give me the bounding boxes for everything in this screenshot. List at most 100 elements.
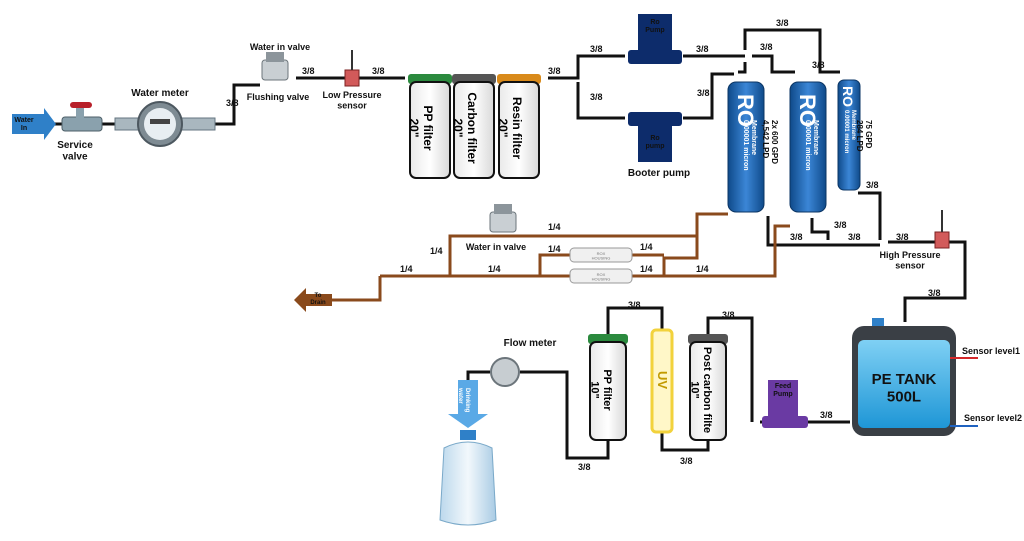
pipe-mem2-in (752, 54, 795, 74)
pipe-filters-out (548, 54, 625, 80)
size-label: 3/8 (680, 456, 693, 466)
drain-pipe-6 (330, 276, 382, 302)
water-in-valve-mid-label: Water in valve (466, 242, 526, 252)
flow-meter-label: Flow meter (504, 338, 557, 349)
size-label: 3/8 (578, 462, 591, 472)
size-label: 3/8 (866, 180, 879, 190)
carbon-filter-label: Carbon filter20" (451, 92, 479, 164)
membrane-2-label: Membrane0.00001 micron (804, 120, 819, 171)
size-label: 3/8 (590, 44, 603, 54)
size-label: 3/8 (302, 66, 315, 76)
post-filters: Post carbon filte10" UV PP filter10" (588, 328, 728, 441)
size-label: 3/8 (722, 310, 735, 320)
membrane-3-spec: 75 GPD284 LPD (855, 120, 873, 152)
size-label: 3/8 (790, 232, 803, 242)
ro-membranes: RO RO RO Membrane0.00001 micron Membrane… (727, 79, 873, 213)
pipe-post-uv (660, 432, 710, 452)
membrane-1-spec: 2x 600 GPD4,542 LPD (761, 120, 779, 164)
uv-label: UV (655, 371, 670, 389)
size-label: 3/8 (696, 44, 709, 54)
size-label: 3/8 (372, 66, 385, 76)
ro-text-1: RO (733, 94, 758, 127)
size-label: 3/8 (628, 300, 641, 310)
pipe-uv-pp (606, 306, 664, 336)
water-meter: Water meter (114, 88, 216, 147)
drain-pipe-3 (538, 253, 570, 276)
size-label: 3/8 (928, 288, 941, 298)
pipe-mem2-reject (810, 218, 830, 240)
water-in-valve-top-label: Water in valve (250, 42, 310, 52)
resin-filter-label: Resin filter20" (496, 97, 524, 159)
pipe-permeate (766, 216, 880, 247)
size-label: 3/8 (760, 42, 773, 52)
sensor-level1-label: Sensor level1 (962, 346, 1020, 356)
size-label: 1/4 (640, 264, 653, 274)
size-label: 3/8 (776, 18, 789, 28)
pipe-top-loop (743, 28, 840, 74)
pipe-mem3-permeate (858, 191, 882, 240)
size-label: 3/8 (834, 220, 847, 230)
flushing-valve-label: Flushing valve (247, 92, 310, 102)
drain-pipe-2 (662, 236, 699, 276)
membrane-3-label: Membrane0.00001 micron (843, 110, 856, 154)
water-meter-label: Water meter (131, 88, 189, 99)
drinking-water-label: Drinkingwater (457, 387, 470, 413)
sensor-level2-label: Sensor level2 (964, 413, 1022, 423)
pipe-booster-out (683, 72, 734, 120)
size-label: 1/4 (400, 264, 413, 274)
pp-filter-10-label: PP filter10" (588, 369, 613, 411)
size-label: 3/8 (226, 98, 239, 108)
size-labels: 3/8 3/8 3/8 3/8 3/8 3/8 3/8 3/8 3/8 3/8 … (226, 18, 941, 472)
pipe-pp-bottom (520, 370, 610, 460)
size-label: 3/8 (697, 88, 710, 98)
size-label: 1/4 (696, 264, 709, 274)
water-in-valve-top[interactable]: Water in valve Flushing valve (247, 42, 310, 102)
pipe-to-booster (576, 82, 625, 120)
size-label: 3/8 (820, 410, 833, 420)
pipe-mem1-in (738, 62, 747, 74)
ro-text-3: RO (840, 86, 856, 107)
size-label: 3/8 (896, 232, 909, 242)
post-carbon-label: Post carbon filte10" (688, 347, 713, 433)
prefilters: PP filter20" Carbon filter20" Resin filt… (407, 74, 541, 179)
size-label: 1/4 (488, 264, 501, 274)
flow-meter: Flow meter (490, 338, 557, 387)
size-label: 1/4 (640, 242, 653, 252)
size-label: 3/8 (848, 232, 861, 242)
size-label: 1/4 (430, 246, 443, 256)
size-label: 3/8 (812, 60, 825, 70)
size-label: 1/4 (548, 244, 561, 254)
size-label: 3/8 (590, 92, 603, 102)
drinking-water: Drinkingwater (439, 380, 497, 526)
pipe-feed-post (706, 316, 754, 422)
booster-pump-caption: Booter pump (628, 168, 690, 179)
ro-text-2: RO (795, 94, 820, 127)
membrane-1-label: Membrane0.00001 micron (742, 120, 757, 171)
size-label: 1/4 (548, 222, 561, 232)
size-label: 3/8 (548, 66, 561, 76)
pp-filter-label: PP filter20" (407, 105, 435, 150)
water-in-valve-mid[interactable]: Water in valve (466, 204, 526, 252)
